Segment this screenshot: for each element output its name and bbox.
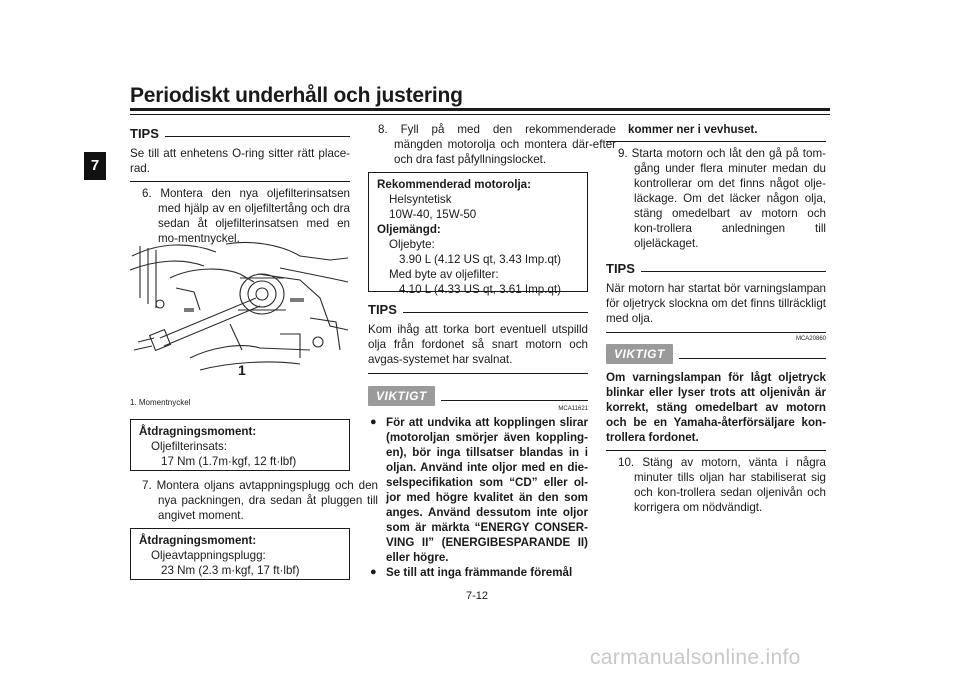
torque-heading: Åtdragningsmoment: [139,425,257,438]
oil-heading: Rekommenderad motorolja: [377,178,531,191]
oil-change-value: 3.90 L (4.12 US qt, 3.43 Imp.qt) [399,253,561,266]
bullet-icon: ● [370,416,377,428]
figure-callout-1: 1 [238,362,246,378]
torque-value: 17 Nm (1.7m·kgf, 12 ft·lbf) [161,455,297,468]
viktigt-end-rule [606,450,826,451]
tips-text: Se till att enhetens O-ring sitter rätt … [130,147,350,175]
tips-label: TIPS [606,261,635,276]
torque-item: Oljefilterinsats: [151,440,228,453]
oil-filter-value: 4.10 L (4.33 US qt, 3.61 Imp.qt) [399,283,561,296]
tips-end-rule [130,181,350,182]
torque-value: 23 Nm (2.3 m·kgf, 17 ft·lbf) [161,564,300,577]
step-9: 9. Starta motorn och låt den gå på tom-g… [618,147,826,250]
viktigt-code: MCA20860 [795,336,826,342]
chapter-tab: 7 [84,152,106,180]
viktigt-text: Om varningslampan för lågt oljetryck bli… [606,371,826,444]
oil-filter-label: Med byte av oljefilter: [389,268,499,281]
engine-illustration [129,241,349,371]
tips-label: TIPS [368,302,397,317]
figure-caption: 1. Momentnyckel [130,398,191,407]
viktigt-heading: VIKTIGT [368,386,588,406]
viktigt-badge: VIKTIGT [368,386,435,406]
oil-type-2: 10W-40, 15W-50 [389,208,477,221]
column-2-lower: TIPS Kom ihåg att torka bort eventuell u… [368,302,588,580]
page-title: Periodiskt underhåll och justering [130,84,463,107]
viktigt-heading: VIKTIGT [606,344,826,364]
oil-amount-heading: Oljemängd: [377,223,441,236]
viktigt-continued: kommer ner i vevhuset. [628,123,758,136]
step-10: 10. Stäng av motorn, vänta i några minut… [618,456,826,514]
oil-change-label: Oljebyte: [389,238,435,251]
column-3: kommer ner i vevhuset. 9. Starta motorn … [606,122,826,515]
tips-text: När motorn har startat bör varningslampa… [606,282,826,325]
tips-text: Kom ihåg att torka bort eventuell utspil… [368,323,588,366]
header-rule-thin [130,114,830,115]
tips-end-rule [368,373,588,374]
bullet-icon: ● [370,566,377,578]
viktigt-code: MCA11621 [558,406,588,412]
oil-filter-figure: 1 [129,238,350,388]
oil-spec-box: Rekommenderad motorolja: Helsyntetisk 10… [368,172,588,296]
column-1: TIPS Se till att enhetens O-ring sitter … [130,126,350,246]
tips-end-rule [606,332,826,333]
header-rule [130,108,830,111]
viktigt-bullet-1: ●För att undvika att kopplingen slirar (… [370,416,588,564]
tips-heading: TIPS [368,302,588,317]
viktigt-badge: VIKTIGT [606,344,673,364]
tips-label: TIPS [130,126,159,141]
page-number: 7-12 [466,590,489,602]
viktigt-bullet-2: ●Se till att inga främmande föremål [370,566,573,579]
torque-box-plug: Åtdragningsmoment: Oljeavtappningsplugg:… [130,528,350,580]
step-8: 8. Fyll på med den rekommenderade mängde… [378,123,616,166]
torque-box-filter: Åtdragningsmoment: Oljefilterinsats: 17 … [130,419,350,471]
step-7: 7. Montera oljans avtappningsplugg och d… [142,479,378,522]
viktigt-end-rule [606,141,826,142]
step-6: 6. Montera den nya oljefilterinsatsen me… [142,187,350,245]
tips-heading: TIPS [606,261,826,276]
oil-type-1: Helsyntetisk [389,193,452,206]
torque-item: Oljeavtappningsplugg: [151,549,266,562]
tips-heading: TIPS [130,126,350,141]
torque-heading: Åtdragningsmoment: [139,534,257,547]
watermark: carmanualsonline.info [590,646,801,669]
